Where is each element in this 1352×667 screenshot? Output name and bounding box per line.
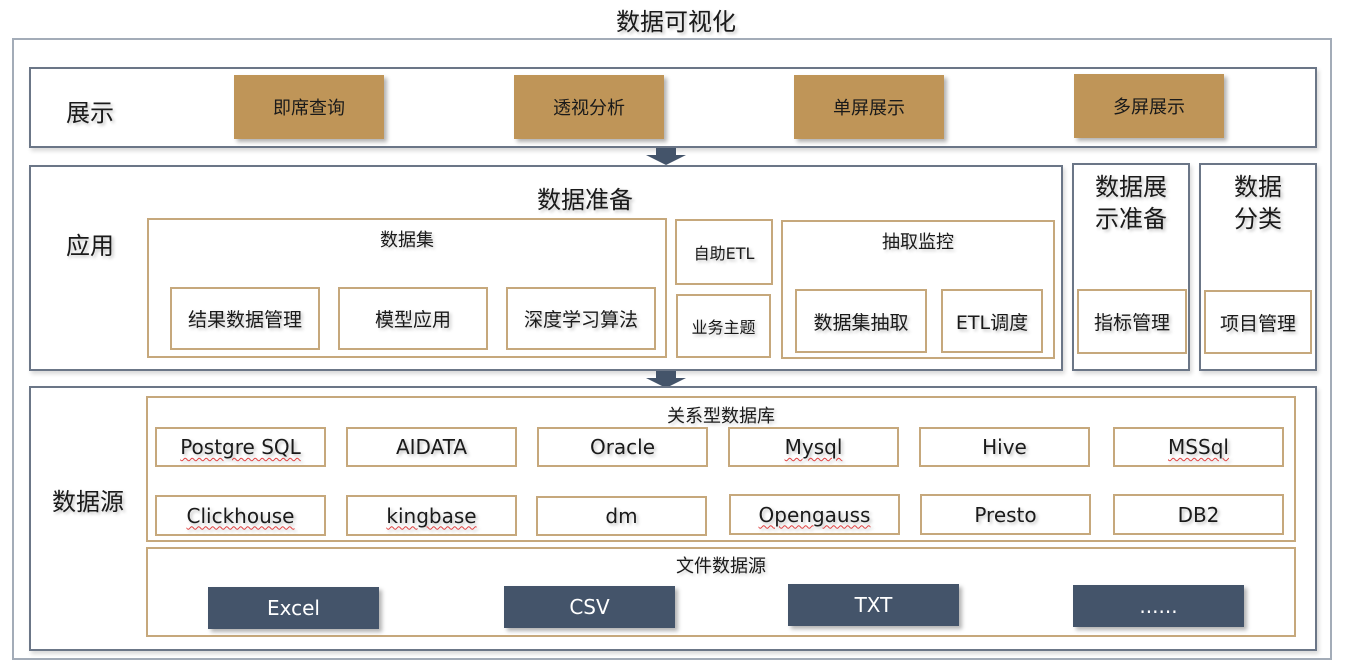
db-label: Clickhouse: [186, 503, 295, 528]
project-mgmt-box[interactable]: 项目管理: [1204, 290, 1312, 354]
db-opengauss[interactable]: Opengauss: [729, 494, 900, 535]
classification-title: 数据 分类: [1199, 171, 1317, 235]
result-data-mgmt-box[interactable]: 结果数据管理: [170, 287, 320, 350]
outer-frame: [12, 38, 1332, 660]
db-label: dm: [605, 504, 638, 528]
single-screen-button[interactable]: 单屏展示: [794, 75, 944, 139]
metric-mgmt-box[interactable]: 指标管理: [1077, 289, 1187, 354]
self-etl-box[interactable]: 自助ETL: [675, 219, 773, 285]
classification-title-line2: 分类: [1234, 205, 1282, 233]
adhoc-query-button[interactable]: 即席查询: [234, 75, 384, 139]
relational-db-title: 关系型数据库: [667, 406, 775, 427]
db-label: DB2: [1177, 502, 1220, 527]
business-topic-box[interactable]: 业务主题: [676, 294, 771, 358]
db-label: AIDATA: [395, 435, 468, 459]
db-label: Postgre SQL: [180, 435, 301, 459]
db-mssql[interactable]: MSSql: [1113, 427, 1284, 467]
model-app-box[interactable]: 模型应用: [338, 287, 488, 350]
db-hive[interactable]: Hive: [919, 427, 1090, 467]
display-layer-label: 展示: [66, 99, 114, 127]
file-txt-button[interactable]: TXT: [788, 584, 959, 626]
multi-screen-button[interactable]: 多屏展示: [1074, 74, 1224, 138]
file-more-button[interactable]: ......: [1073, 585, 1244, 627]
file-source-title: 文件数据源: [676, 556, 766, 577]
deep-learning-box[interactable]: 深度学习算法: [506, 287, 656, 350]
file-excel-button[interactable]: Excel: [208, 587, 379, 629]
page-title: 数据可视化: [616, 8, 736, 36]
display-prep-title-line1: 数据展: [1095, 173, 1167, 201]
db-clickhouse[interactable]: Clickhouse: [155, 495, 326, 536]
db-presto[interactable]: Presto: [920, 494, 1091, 535]
down-arrow-icon: [646, 148, 686, 166]
extract-monitor-title: 抽取监控: [882, 232, 954, 253]
display-prep-title: 数据展 示准备: [1072, 171, 1190, 235]
file-csv-button[interactable]: CSV: [504, 586, 675, 628]
db-mysql[interactable]: Mysql: [728, 427, 899, 467]
db-label: Presto: [974, 502, 1037, 527]
db-kingbase[interactable]: kingbase: [346, 495, 517, 536]
db-label: kingbase: [386, 503, 477, 528]
db-label: Oracle: [589, 435, 656, 459]
data-prep-title: 数据准备: [537, 186, 633, 214]
dataset-title: 数据集: [380, 230, 434, 251]
classification-title-line1: 数据: [1234, 173, 1282, 201]
down-arrow-icon: [646, 371, 686, 389]
db-label: Hive: [982, 435, 1027, 459]
dataset-extract-box[interactable]: 数据集抽取: [795, 289, 927, 353]
datasource-layer-label: 数据源: [52, 488, 124, 516]
db-aidata[interactable]: AIDATA: [346, 427, 517, 467]
pivot-analysis-button[interactable]: 透视分析: [514, 75, 664, 139]
db-oracle[interactable]: Oracle: [537, 427, 708, 467]
relational-db-group: [146, 396, 1296, 542]
db-label: Mysql: [784, 435, 843, 459]
db-label: MSSql: [1168, 435, 1229, 459]
db-dm[interactable]: dm: [536, 496, 707, 536]
db-db2[interactable]: DB2: [1113, 494, 1284, 535]
db-postgresql[interactable]: Postgre SQL: [155, 427, 326, 467]
display-prep-title-line2: 示准备: [1095, 205, 1167, 233]
application-layer-label: 应用: [66, 232, 114, 260]
etl-schedule-box[interactable]: ETL调度: [941, 289, 1043, 353]
db-label: Opengauss: [758, 502, 871, 527]
